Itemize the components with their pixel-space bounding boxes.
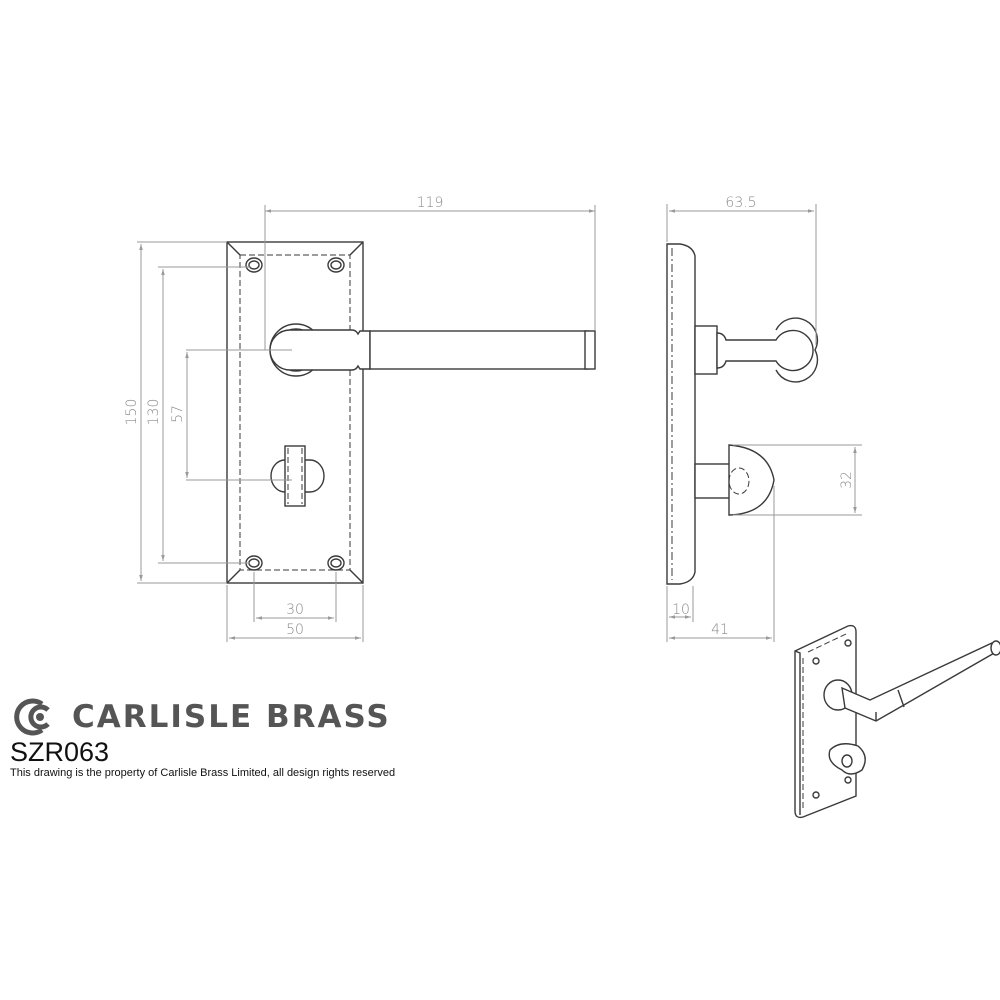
dim-30: 30 — [286, 602, 304, 618]
lever-handle — [269, 323, 596, 377]
dim-57: 57 — [170, 405, 186, 423]
brand-name: CARLISLE BRASS — [72, 699, 391, 735]
front-view: 119 150 130 57 30 50 — [124, 195, 596, 642]
isometric-view — [794, 624, 1000, 819]
dim-119: 119 — [417, 195, 444, 211]
dim-150: 150 — [124, 399, 140, 426]
carlisle-brass-logo-icon — [14, 698, 50, 736]
dim-130: 130 — [146, 399, 162, 426]
rights-notice: This drawing is the property of Carlisle… — [10, 767, 396, 779]
dim-32: 32 — [839, 471, 855, 489]
thumb-turn — [270, 445, 325, 507]
backplate-outline — [226, 241, 364, 584]
plate-side — [666, 243, 696, 585]
brand-title: CARLISLE BRASS — [10, 698, 391, 736]
product-code: SZR063 — [10, 737, 110, 767]
dim-50: 50 — [286, 622, 304, 638]
backplate-bevel — [239, 254, 351, 571]
dim-63-5: 63.5 — [725, 195, 756, 211]
dim-10: 10 — [672, 602, 690, 618]
side-view: 63.5 32 10 41 — [666, 195, 862, 642]
dim-41: 41 — [711, 622, 729, 638]
